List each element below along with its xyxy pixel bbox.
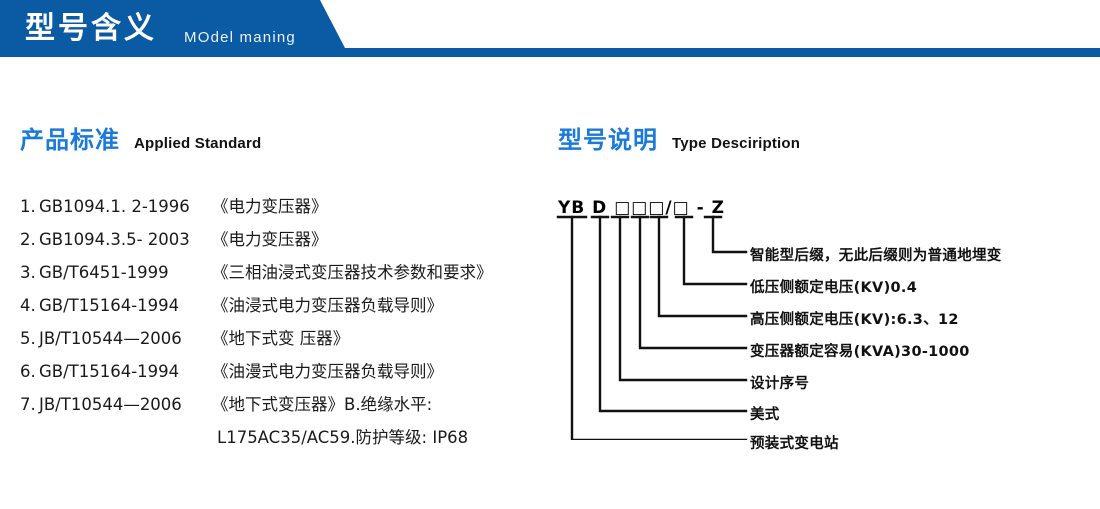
banner-title: 型号含义 bbox=[25, 11, 157, 46]
section-heading-cn: 型号说明 bbox=[558, 126, 658, 154]
list-item-name: 《地下式变 压器》 bbox=[212, 329, 350, 348]
type-designation-diagram: YB D □□□/□ - Z bbox=[550, 190, 1100, 452]
page-banner: 型号含义 MOdel maning bbox=[0, 0, 1100, 62]
standards-list: 1. GB1094.1. 2-1996 《电力变压器》 2. GB1094.3.… bbox=[20, 193, 550, 457]
list-item-name: 《地下式变压器》B.绝缘水平: bbox=[212, 395, 433, 414]
diagram-label-intelligent-suffix: 智能型后缀，无此后缀则为普通地埋变 bbox=[750, 248, 1002, 264]
list-item-name: 《油漫式电力变压器负载导则》 bbox=[212, 362, 443, 381]
diagram-label-hv-rated-voltage: 高压侧额定电压(KV):6.3、12 bbox=[750, 312, 959, 328]
list-item-number: 7. bbox=[20, 395, 36, 414]
list-item-continuation: L175AC35/AC59.防护等级: IP68 bbox=[217, 428, 469, 447]
list-item-number: 6. bbox=[20, 362, 36, 381]
list-item-code: JB/T10544—2006 bbox=[39, 395, 182, 414]
list-item: 6. GB/T15164-1994 《油漫式电力变压器负载导则》 bbox=[20, 358, 550, 391]
list-item-name: 《油浸式电力变压器负载导则》 bbox=[212, 296, 443, 315]
list-item-number: 1. bbox=[20, 197, 36, 216]
diagram-label-american-style: 美式 bbox=[750, 407, 780, 423]
section-heading-en: Type Desciription bbox=[672, 135, 801, 152]
list-item-name: 《三相油浸式变压器技术参数和要求》 bbox=[212, 263, 493, 282]
list-item-name: 《电力变压器》 bbox=[212, 197, 328, 216]
list-item-code: GB/T15164-1994 bbox=[39, 362, 180, 381]
list-item-number: 2. bbox=[20, 230, 36, 249]
list-item: 4. GB/T15164-1994 《油浸式电力变压器负载导则》 bbox=[20, 292, 550, 325]
banner-shape bbox=[0, 0, 1100, 57]
diagram-label-rated-capacity: 变压器额定容易(KVA)30-1000 bbox=[750, 344, 970, 360]
list-item: 7. JB/T10544—2006 《地下式变压器》B.绝缘水平: bbox=[20, 391, 550, 424]
list-item: 5. JB/T10544—2006 《地下式变 压器》 bbox=[20, 325, 550, 358]
section-heading-applied-standard: 产品标准 Applied Standard bbox=[20, 120, 261, 155]
leader-lines bbox=[556, 215, 748, 440]
list-item-code: GB1094.1. 2-1996 bbox=[39, 197, 190, 216]
diagram-label-lv-rated-voltage: 低压侧额定电压(KV)0.4 bbox=[750, 280, 918, 296]
list-item: 2. GB1094.3.5- 2003 《电力变压器》 bbox=[20, 226, 550, 259]
list-item-number: 4. bbox=[20, 296, 36, 315]
list-item-code: JB/T10544—2006 bbox=[39, 329, 182, 348]
list-item-code: GB1094.3.5- 2003 bbox=[39, 230, 190, 249]
banner-subtitle: MOdel maning bbox=[184, 29, 296, 46]
list-item-code: GB/T15164-1994 bbox=[39, 296, 180, 315]
list-item-code: GB/T6451-1999 bbox=[39, 263, 169, 282]
list-item-name: 《电力变压器》 bbox=[212, 230, 328, 249]
section-heading-en: Applied Standard bbox=[134, 135, 262, 152]
list-item: 3. GB/T6451-1999 《三相油浸式变压器技术参数和要求》 bbox=[20, 259, 550, 292]
section-heading-type-description: 型号说明 Type Desciription bbox=[558, 120, 800, 155]
list-item-number: 5. bbox=[20, 329, 36, 348]
type-designation-code: YB D □□□/□ - Z bbox=[558, 198, 725, 218]
section-heading-cn: 产品标准 bbox=[20, 126, 120, 154]
diagram-label-prefab-substation: 预装式变电站 bbox=[750, 436, 839, 452]
diagram-label-design-serial: 设计序号 bbox=[750, 376, 810, 392]
list-item-number: 3. bbox=[20, 263, 36, 282]
list-item: 1. GB1094.1. 2-1996 《电力变压器》 bbox=[20, 193, 550, 226]
